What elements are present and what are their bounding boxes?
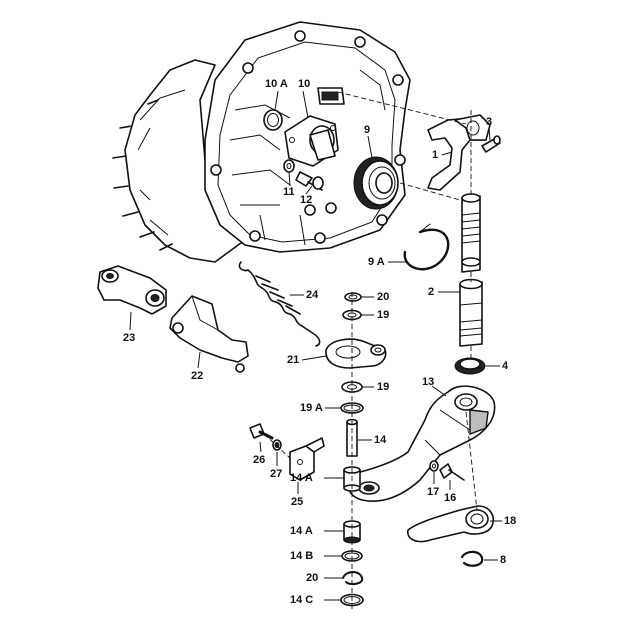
part-26-bolt (249, 423, 274, 440)
callout-14b: 14 B (290, 550, 314, 562)
callout-27: 27 (270, 468, 283, 480)
callout-4: 4 (502, 360, 509, 372)
callout-19-upper: 19 (377, 309, 390, 321)
callout-1: 1 (432, 149, 439, 161)
leader-lines (129, 90, 502, 601)
callout-13: 13 (422, 376, 435, 388)
part-2-release-shaft (459, 193, 483, 347)
part-24-spring (238, 261, 321, 347)
callout-3: 3 (486, 116, 493, 128)
part-9-release-bearing (353, 156, 399, 210)
callout-23: 23 (123, 332, 136, 344)
callout-14a-lower: 14 A (290, 525, 313, 537)
callout-10: 10 (298, 78, 311, 90)
callout-25: 25 (291, 496, 304, 508)
callout-26: 26 (253, 454, 266, 466)
callout-24: 24 (306, 289, 319, 301)
callout-9a: 9 A (368, 256, 385, 268)
part-8-circlip (460, 550, 484, 567)
callout-21: 21 (287, 354, 300, 366)
part-18-lever (407, 505, 494, 543)
callout-18: 18 (504, 515, 517, 527)
part-10-guide-tube (284, 115, 339, 167)
callout-11: 11 (283, 186, 295, 198)
part-22-bracket (169, 295, 249, 373)
part-11-washer (283, 159, 295, 173)
part-13-operating-lever (347, 385, 496, 502)
part-20-clip-upper (344, 292, 362, 302)
callout-12: 12 (300, 194, 313, 206)
part-20-clip-lower (342, 571, 364, 586)
callout-19a: 19 A (300, 402, 323, 414)
part-25-bracket-plate (289, 437, 325, 481)
part-27-washer (272, 439, 282, 451)
callout-8: 8 (500, 554, 507, 566)
callout-14c: 14 C (290, 594, 314, 606)
part-23-bracket (97, 265, 167, 315)
callout-20-upper: 20 (377, 291, 390, 303)
callout-9: 9 (364, 124, 371, 136)
part-16-bolt (439, 463, 465, 481)
callout-19-lower: 19 (377, 381, 390, 393)
part-12-bolt (295, 171, 324, 191)
callout-10a: 10 A (265, 78, 288, 90)
part-4-seal (454, 357, 486, 375)
callout-14a-upper: 14 A (290, 472, 313, 484)
callout-22: 22 (191, 370, 204, 382)
callout-14: 14 (374, 434, 387, 446)
assembly-centerlines (263, 91, 478, 612)
callout-17: 17 (427, 486, 440, 498)
part-9a-circlip (403, 223, 450, 271)
part-21-spring-lever (325, 338, 387, 369)
part-17-washer (429, 460, 439, 472)
part-3-pin (481, 135, 501, 153)
bell-housing (112, 21, 411, 263)
callout-20-lower: 20 (306, 572, 319, 584)
callout-2: 2 (428, 286, 435, 298)
part-10a-seal (263, 109, 283, 131)
callout-16: 16 (444, 492, 457, 504)
